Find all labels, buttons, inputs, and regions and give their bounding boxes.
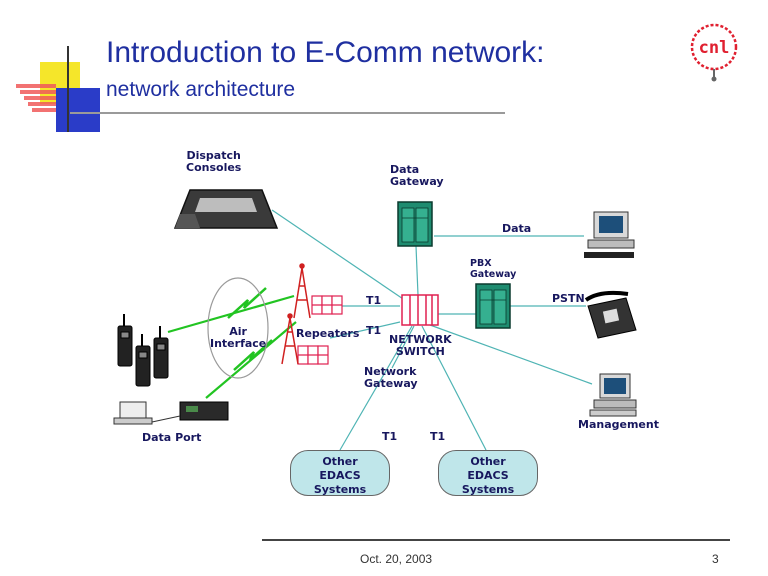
- pstn-label: PSTN: [552, 292, 585, 305]
- data-port-icon: [113, 401, 229, 425]
- link-datagw-switch: [415, 245, 419, 296]
- edacs-systems-right: Other EDACS Systems: [438, 450, 538, 496]
- page-number: 3: [712, 552, 719, 566]
- network-switch-icon: [401, 294, 439, 326]
- data-gateway-label: Data Gateway: [390, 163, 444, 188]
- telephone-icon: [584, 290, 637, 339]
- dispatch-consoles-label: Dispatch Consoles: [186, 149, 242, 174]
- link-t1-lower: [329, 321, 401, 339]
- slide-subtitle: network architecture: [106, 78, 296, 101]
- title-divider: [70, 112, 505, 114]
- pbx-gateway-icon: [475, 283, 511, 329]
- data-pc-icon: [584, 211, 635, 258]
- management-label: Management: [578, 418, 659, 431]
- edacs-systems-left: Other EDACS Systems: [290, 450, 390, 496]
- corner-decoration: [16, 46, 100, 132]
- data-gateway-icon: [397, 201, 433, 247]
- footer-date: Oct. 20, 2003: [360, 552, 433, 566]
- network-links: [271, 209, 593, 451]
- antenna-tower-icons: [281, 263, 311, 365]
- link-switch-edacs-left: [339, 325, 413, 451]
- link-console-switch: [271, 209, 413, 306]
- t1-label-edacs-left: T1: [382, 430, 397, 443]
- radio-links: [167, 287, 297, 399]
- handheld-radio-icons: [117, 314, 169, 387]
- repeaters-label: Repeaters: [296, 327, 360, 340]
- t1-label-lower: T1: [366, 324, 381, 337]
- t1-label-upper: T1: [366, 294, 381, 307]
- slide-title: Introduction to E-Comm network:: [106, 36, 545, 69]
- data-port-label: Data Port: [142, 431, 202, 444]
- network-gateway-label: Network Gateway: [364, 365, 418, 390]
- t1-label-edacs-right: T1: [430, 430, 445, 443]
- link-switch-netgw: [391, 325, 415, 369]
- link-switch-edacs-right: [421, 325, 487, 451]
- logo-text: cnl: [699, 38, 730, 58]
- air-interface-oval: [207, 277, 269, 379]
- management-pc-icon: [589, 373, 637, 417]
- cnl-logo: cnl: [690, 23, 738, 82]
- pbx-gateway-label: PBX Gateway: [470, 258, 517, 280]
- dispatch-console-icon: [173, 189, 279, 229]
- network-switch-label: NETWORK SWITCH: [389, 333, 452, 358]
- footer-divider: [262, 539, 730, 541]
- link-switch-mgmt: [429, 324, 593, 385]
- air-interface-label: Air Interface: [210, 325, 267, 350]
- data-link-label: Data: [502, 222, 531, 235]
- repeater-icons: [297, 295, 343, 365]
